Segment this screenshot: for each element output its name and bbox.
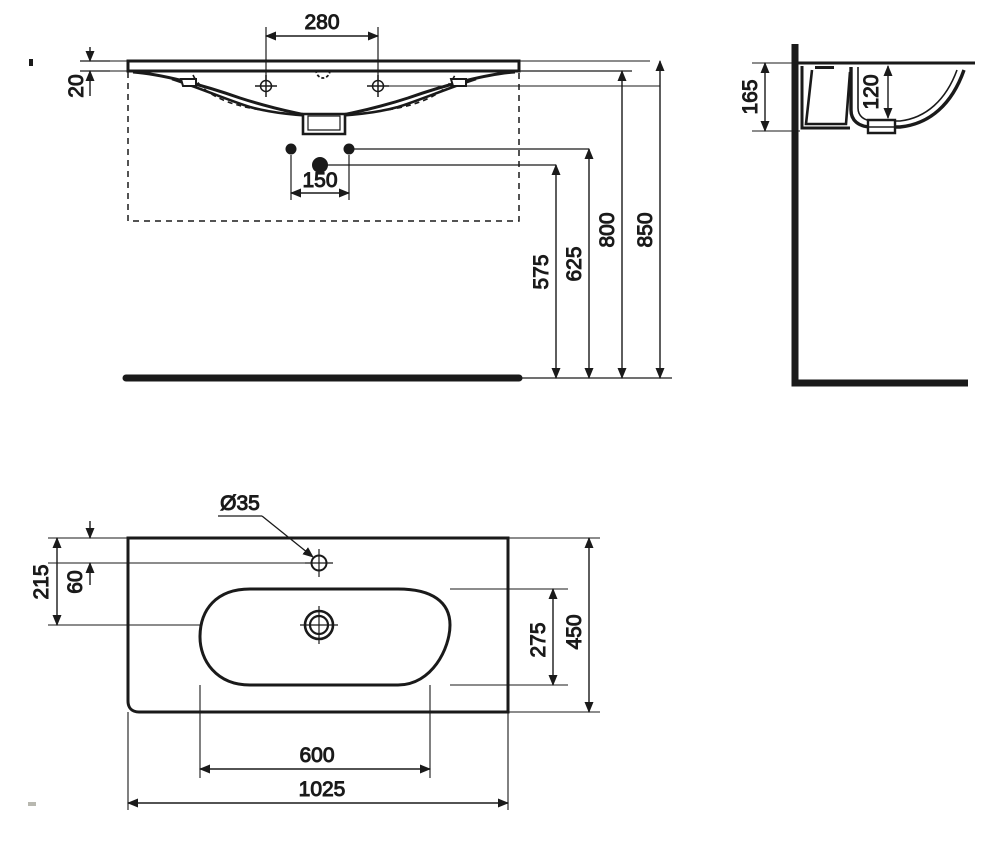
diameter-35-label: Ø35 (220, 492, 260, 515)
dim-120-label: 120 (860, 74, 883, 109)
dim-450: 450 (563, 537, 594, 713)
dim-625: 625 (563, 148, 594, 379)
dim-275-label: 275 (527, 622, 550, 657)
front-left-bracket (179, 78, 197, 87)
dim-850: 850 (634, 60, 665, 379)
dim-600: 600 (199, 744, 431, 774)
side-bowl-profile (849, 67, 966, 129)
front-elevation-view: 150 280 20 575 625 (29, 11, 672, 382)
side-top-notch (815, 66, 834, 69)
dim-215: 215 (30, 537, 62, 626)
plan-waste-outlet (300, 606, 338, 644)
dim-800-label: 800 (596, 212, 619, 247)
side-elevation-view: 165 120 (739, 44, 975, 387)
dim-280: 280 (265, 11, 379, 80)
dim-20: 20 (65, 47, 110, 98)
dim-60: 60 (64, 521, 95, 594)
side-pedestal-profile (804, 69, 852, 126)
front-basin-deck (90, 59, 650, 73)
front-install-envelope-dashed (127, 72, 520, 222)
dim-800: 800 (519, 70, 632, 379)
front-right-bracket (449, 78, 467, 87)
front-waste-outlet (301, 112, 347, 136)
dim-575-label: 575 (530, 254, 553, 289)
dim-60-label: 60 (64, 570, 87, 593)
front-overflow-hole (315, 69, 331, 79)
dim-280-label: 280 (304, 11, 339, 34)
dim-575: 575 (530, 164, 561, 379)
dim-600-label: 600 (299, 744, 334, 767)
bottom-left-mark (28, 802, 36, 806)
taphole-leader: Ø35 (218, 492, 314, 558)
side-bowl-inner (857, 67, 958, 122)
side-back-wall-profile (800, 66, 850, 130)
dim-215-label: 215 (30, 564, 53, 599)
left-edge-mark (29, 59, 33, 66)
front-taphole-left (255, 75, 277, 97)
dim-450-label: 450 (563, 614, 586, 649)
dim-625-label: 625 (563, 246, 586, 281)
dim-275: 275 (527, 588, 558, 686)
connection-point-left (285, 143, 297, 155)
side-wall-and-floor (791, 44, 968, 387)
dim-165: 165 (739, 62, 800, 132)
dim-165-label: 165 (739, 79, 762, 114)
dim-850-label: 850 (634, 212, 657, 247)
dim-150-label: 150 (302, 169, 337, 192)
plan-top-view: Ø35 215 60 275 450 (28, 492, 600, 810)
dim-1025: 1025 (127, 778, 509, 808)
dim-1025-label: 1025 (299, 778, 346, 801)
dim-20-label: 20 (65, 74, 88, 97)
front-bowl-inner-profile (171, 77, 477, 118)
dim-150: 150 (290, 169, 350, 198)
dim-120: 120 (860, 65, 893, 119)
